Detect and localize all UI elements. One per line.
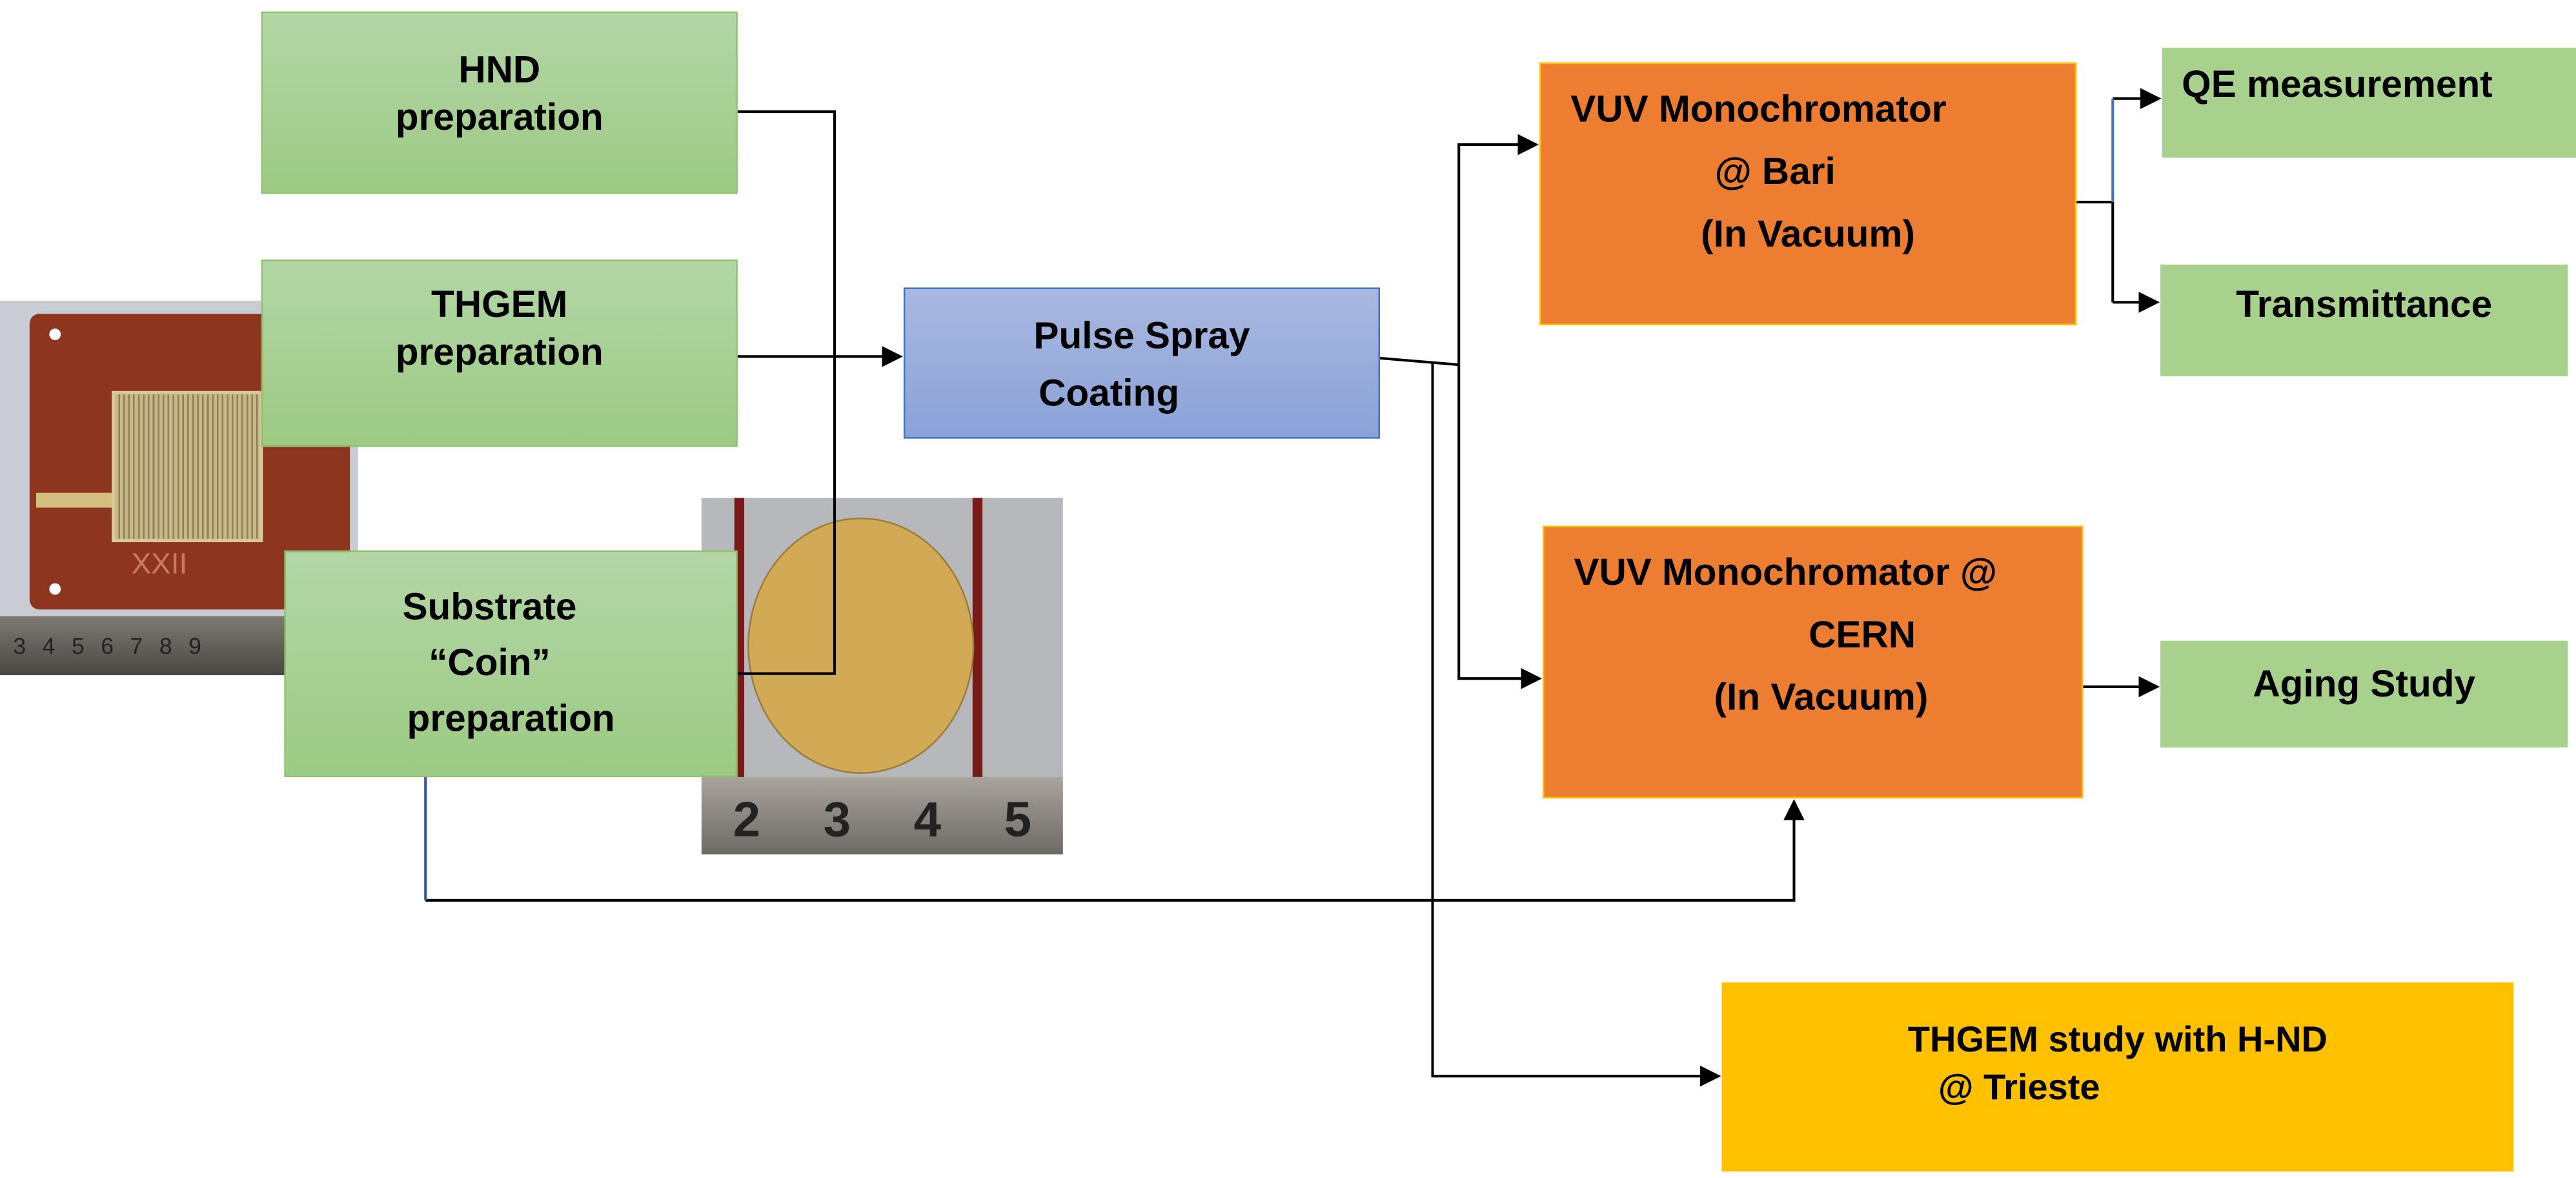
- vuv-bari-box: VUV Monochromator@ Bari(In Vacuum): [1539, 62, 2077, 325]
- qe-measurement-box: QE measurement: [2162, 47, 2576, 158]
- spray-to-trieste-arrow: [1431, 361, 1721, 1087]
- substrate-preparation-box: Substrate“Coin”preparation: [284, 550, 738, 777]
- spray-connector: [1379, 356, 1459, 367]
- substrate-to-cern-arrow: [425, 799, 1805, 902]
- vuv-cern-box: VUV Monochromator @CERN(In Vacuum): [1543, 525, 2084, 799]
- aging-study-box: Aging Study: [2160, 640, 2568, 748]
- spray-to-bari-arrow: [1457, 134, 1539, 365]
- hnd-connector: [737, 110, 837, 675]
- transmittance-box: Transmittance: [2160, 264, 2568, 376]
- spray-to-cern-arrow: [1457, 365, 1543, 689]
- bari-connector: [2076, 201, 2115, 303]
- board-marking: XXII: [131, 547, 188, 580]
- thgem-study-trieste-box: THGEM study with H-ND@ Trieste: [1721, 982, 2514, 1172]
